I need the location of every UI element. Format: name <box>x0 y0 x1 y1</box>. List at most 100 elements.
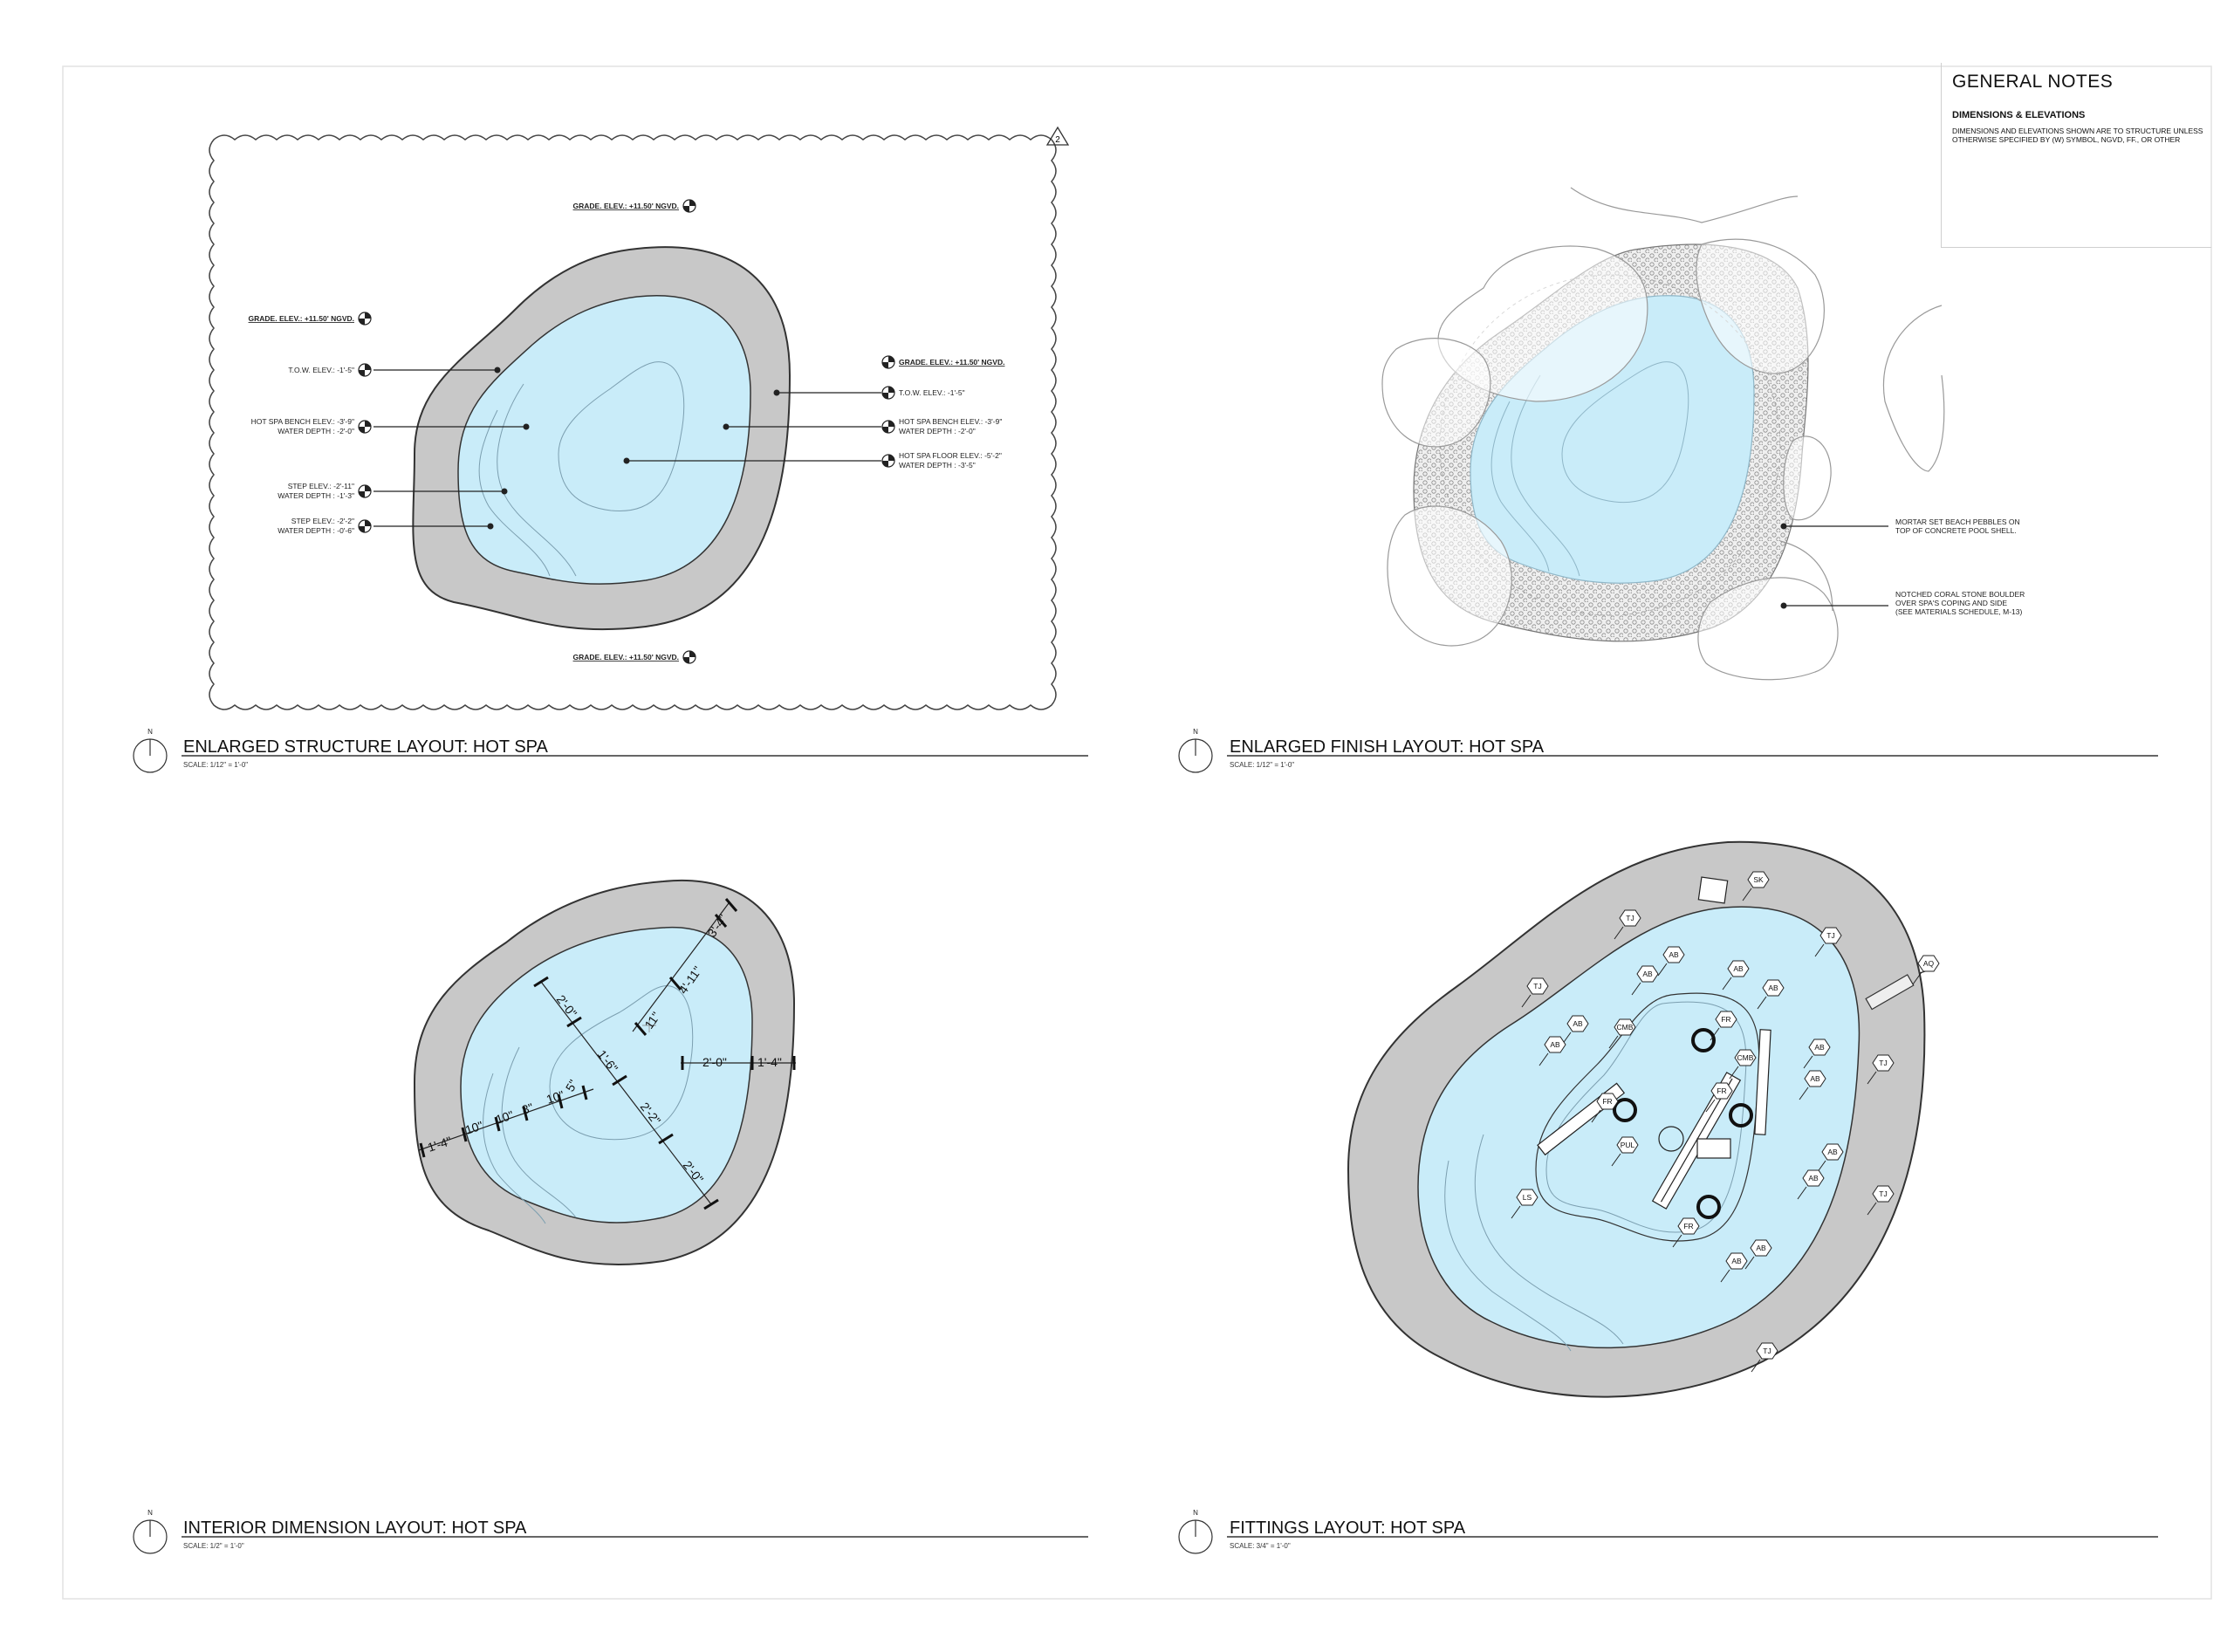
north-label: N <box>147 1509 153 1517</box>
structure-layout: 2 GRADE. ELEV.: +11.50' NGVD. GRADE. ELE… <box>209 126 1070 710</box>
fitting-tag-label: AB <box>1814 1043 1825 1052</box>
boulder <box>1387 505 1512 647</box>
fitting-tag-ab: AB <box>1720 1252 1748 1283</box>
panel-scale-fittings: SCALE: 3/4" = 1'-0" <box>1230 1542 1291 1550</box>
fitting-tag-label: AB <box>1733 964 1744 973</box>
dim-10-a: 10" <box>463 1118 485 1137</box>
revision-triangle-icon <box>1045 126 1070 146</box>
grade-label-right: GRADE. ELEV.: +11.50' NGVD. <box>899 358 1004 367</box>
panel-title-structure: ENLARGED STRUCTURE LAYOUT: HOT SPA <box>183 737 549 757</box>
panel-title-interior: INTERIOR DIMENSION LAYOUT: HOT SPA <box>183 1518 527 1538</box>
dim-2-0-c: 2'-0" <box>702 1055 727 1069</box>
interior-dimension-layout: 3'-4" 4'-11" 11" 2'-0" 1'-6" 2'-2" 2'-0"… <box>413 879 796 1266</box>
fitting-tag-label: AB <box>1827 1148 1838 1156</box>
fountain-rings <box>1613 1028 1753 1219</box>
fitting-tag-label: AB <box>1573 1019 1583 1028</box>
fitting-tag-label: CMB <box>1617 1023 1634 1032</box>
grade-label-top: GRADE. ELEV.: +11.50' NGVD. <box>573 202 679 210</box>
pebbles-note-2: TOP OF CONCRETE POOL SHELL. <box>1895 526 2017 535</box>
grade-symbol-icon <box>682 199 696 213</box>
fitting-tag-label: AB <box>1756 1244 1766 1252</box>
fitting-tag-ab: AB <box>1657 946 1685 977</box>
finish-layout: MORTAR SET BEACH PEBBLES ON TOP OF CONCR… <box>1381 187 2025 681</box>
fitting-tag-label: FR <box>1721 1015 1730 1024</box>
fitting-tag-label: TJ <box>1763 1347 1771 1355</box>
fitting-tag-sk: SK <box>1742 871 1770 901</box>
boulder-outline <box>1570 187 1799 223</box>
floor-line1: HOT SPA FLOOR ELEV.: -5'-2" <box>899 451 1002 460</box>
bench-left-line1: HOT SPA BENCH ELEV.: -3'-9" <box>251 417 354 426</box>
fitting-tag-label: FR <box>1683 1222 1693 1230</box>
fitting-tag-label: AB <box>1768 984 1778 992</box>
north-label: N <box>147 728 153 736</box>
north-label: N <box>1193 728 1198 736</box>
fitting-tag-ab: AB <box>1722 960 1750 991</box>
fitting-tag-label: TJ <box>1879 1059 1887 1067</box>
north-arrows <box>133 738 1213 1554</box>
step2-line1: STEP ELEV.: -2'-2" <box>291 517 354 525</box>
sheet-border <box>62 65 2212 1600</box>
dim-1-4-right: 1'-4" <box>757 1055 782 1069</box>
fitting-tag-ab: AB <box>1744 1239 1772 1270</box>
elevation-symbol-icon <box>358 519 372 533</box>
boulder-outline <box>1882 305 1945 472</box>
fitting-tag-label: AB <box>1642 970 1653 978</box>
general-notes-title: GENERAL NOTES <box>1952 72 2114 92</box>
north-arrow-icon <box>1178 738 1213 773</box>
elevation-symbol-icon <box>881 386 895 400</box>
elevation-symbol-icon <box>881 420 895 434</box>
fitting-tag-ab: AB <box>1803 1038 1831 1069</box>
fitting-tag-fr: FR <box>1672 1217 1700 1248</box>
fitting-tag-ab: AB <box>1816 1143 1844 1174</box>
fitting-tag-label: FR <box>1717 1086 1726 1095</box>
grade-label-left: GRADE. ELEV.: +11.50' NGVD. <box>249 314 354 323</box>
grade-symbol-icon <box>358 312 372 326</box>
fitting-tag-label: AB <box>1810 1074 1820 1083</box>
boulder <box>1697 577 1839 681</box>
fitting-tag-ab: AB <box>1757 979 1785 1010</box>
fitting-tag-label: CMB <box>1737 1053 1754 1062</box>
north-label: N <box>1193 1509 1198 1517</box>
north-arrow-icon <box>133 1519 168 1554</box>
fitting-tag-ab: AB <box>1799 1070 1826 1100</box>
boulder-note-1: NOTCHED CORAL STONE BOULDER <box>1895 590 2025 599</box>
fitting-tag-tj: TJ <box>1814 927 1842 957</box>
step2-line2: WATER DEPTH : -0'-6" <box>278 526 354 535</box>
fitting-tag-tj: TJ <box>1867 1054 1895 1085</box>
general-notes: GENERAL NOTES DIMENSIONS & ELEVATIONS DI… <box>1941 63 2211 248</box>
bench-right-line1: HOT SPA BENCH ELEV.: -3'-9" <box>899 417 1002 426</box>
fitting-tag-ab: AB <box>1631 965 1659 996</box>
step1-line1: STEP ELEV.: -2'-11" <box>288 482 354 490</box>
fitting-tag-label: TJ <box>1879 1189 1887 1198</box>
fitting-tag-tj: TJ <box>1867 1185 1895 1216</box>
fitting-tag-fr: FR <box>1591 1093 1619 1123</box>
pebbles-note-1: MORTAR SET BEACH PEBBLES ON <box>1895 518 2020 526</box>
panel-title-fittings: FITTINGS LAYOUT: HOT SPA <box>1230 1518 1466 1538</box>
boulder-note-3: (SEE MATERIALS SCHEDULE, M-13) <box>1895 607 2022 616</box>
panel-scale-interior: SCALE: 1/2" = 1'-0" <box>183 1542 244 1550</box>
panel-scale-structure: SCALE: 1/12" = 1'-0" <box>183 761 248 769</box>
tow-label-right: T.O.W. ELEV.: -1'-5" <box>899 388 965 397</box>
dimension-ticks <box>419 898 796 1210</box>
finish-callouts: MORTAR SET BEACH PEBBLES ON TOP OF CONCR… <box>1780 518 2025 616</box>
dim-10-b: 10" <box>494 1107 516 1127</box>
grade-symbol-icon <box>682 650 696 664</box>
dim-10-c: 10" <box>545 1087 566 1107</box>
fitting-tag-label: AB <box>1808 1174 1819 1182</box>
bench-right-line2: WATER DEPTH : -2'-0" <box>899 427 976 435</box>
step1-line2: WATER DEPTH : -1'-3" <box>278 491 354 500</box>
panel-scale-finish: SCALE: 1/12" = 1'-0" <box>1230 761 1294 769</box>
bench-left-line2: WATER DEPTH : -2'-0" <box>278 427 354 435</box>
fitting-tag-label: AQ <box>1923 959 1935 968</box>
spa-water <box>1417 906 1861 1349</box>
fitting-tag-cmb: CMB <box>1608 1018 1636 1049</box>
fitting-tag-pul: PUL <box>1611 1136 1639 1167</box>
elevation-symbol-icon <box>358 420 372 434</box>
fitting-tag-label: FR <box>1602 1097 1612 1106</box>
fitting-tag-label: LS <box>1523 1193 1532 1202</box>
fitting-tag-label: TJ <box>1626 914 1634 922</box>
structure-callouts: GRADE. ELEV.: +11.50' NGVD. GRADE. ELEV.… <box>249 199 1004 664</box>
fitting-tag-label: TJ <box>1826 931 1834 940</box>
